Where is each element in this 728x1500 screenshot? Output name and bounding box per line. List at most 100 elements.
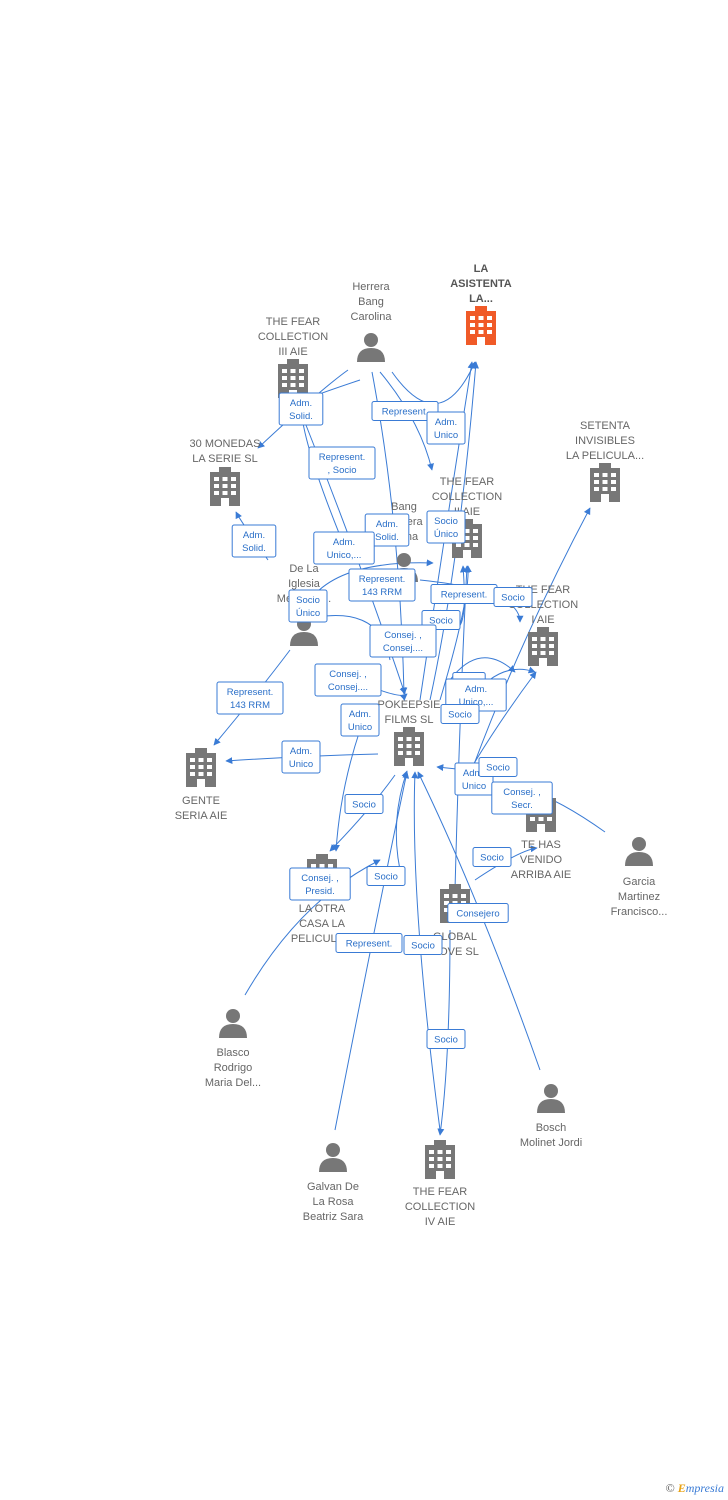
edge-label-text: Adm. <box>463 768 485 779</box>
edge-label[interactable]: Adm.Solid. <box>278 392 324 426</box>
edge-label[interactable]: Consej. ,Consej.... <box>369 624 437 658</box>
node-label: INVISIBLES <box>575 435 635 447</box>
edge-label[interactable]: Represent.143 RRM <box>216 681 284 715</box>
edge-label[interactable]: Consej. ,Consej.... <box>314 663 382 697</box>
edge-label-text: Represent. <box>319 452 365 463</box>
person-icon <box>537 1084 565 1113</box>
edge-label[interactable]: Represent. <box>371 401 439 421</box>
edge-label-text: Único <box>434 529 458 540</box>
edge-label-text: Socio <box>434 516 458 527</box>
node-label: CASA LA <box>299 918 346 930</box>
edge-label-text: Único <box>296 608 320 619</box>
node-label: VENIDO <box>520 854 563 866</box>
node-label: ARRIBA AIE <box>511 869 572 881</box>
edge-label[interactable]: Represent. 143 RRM <box>348 568 416 602</box>
copyright-icon: © <box>665 1481 675 1495</box>
edge-label-text: Consej. , <box>503 787 541 798</box>
edge-label[interactable]: Socio <box>344 794 384 814</box>
node-label: THE FEAR <box>440 476 494 488</box>
edge-label-text: Consej.... <box>383 643 423 654</box>
edge-label-box <box>231 524 277 558</box>
person-icon <box>319 1143 347 1172</box>
person-icon <box>357 333 385 362</box>
relation-edge <box>244 859 381 996</box>
edge-label[interactable]: Represent. <box>335 933 403 953</box>
edge-label[interactable]: Consej. ,Presid. <box>289 867 351 901</box>
edge-label-text: Unico <box>462 781 486 792</box>
edge-label[interactable]: Socio <box>440 704 480 724</box>
edge-label[interactable]: Adm.Unico,... <box>313 531 375 565</box>
edge-label[interactable]: Socio <box>478 757 518 777</box>
node-label: Galvan De <box>307 1181 359 1193</box>
edge-label-box <box>364 513 410 547</box>
node-label: Garcia <box>623 876 656 888</box>
edge-label-box <box>313 531 375 565</box>
person-icon <box>625 837 653 866</box>
edge-label[interactable]: Socio <box>472 847 512 867</box>
node-label: SERIA AIE <box>175 810 228 822</box>
edge-label[interactable]: Adm.Unico <box>426 411 466 445</box>
person-node-garcia[interactable]: GarciaMartinezFrancisco... <box>611 837 668 918</box>
edge-label-box <box>366 866 406 886</box>
edge-label-text: Adm. <box>465 684 487 695</box>
edge-label[interactable]: Adm.Unico <box>281 740 321 774</box>
node-label: Beatriz Sara <box>303 1211 364 1223</box>
edge-label[interactable]: Socio <box>403 935 443 955</box>
empresia-brand[interactable]: © Empresia <box>666 1481 724 1496</box>
node-label: LA... <box>469 293 493 305</box>
edge-label[interactable]: Consejero <box>447 903 509 923</box>
edge-label[interactable]: Socio <box>366 866 406 886</box>
edge-label-text: 143 RRM <box>230 700 270 711</box>
edge-label[interactable]: Represent. <box>430 584 498 604</box>
edge-label-text: Socio <box>501 593 525 604</box>
company-node-gente[interactable]: GENTE SERIA AIE <box>175 748 228 822</box>
node-label: COLLECTION <box>432 491 502 503</box>
edge-label-text: 143 RRM <box>362 587 402 598</box>
edge-label-text: Socio <box>296 595 320 606</box>
edge-label-box <box>493 587 533 607</box>
brand-logo-e: E <box>677 1481 686 1495</box>
edge-label-box <box>335 933 403 953</box>
edge-label[interactable]: Adm.Unico,... <box>445 678 507 712</box>
edge-label-box <box>344 794 384 814</box>
edge-label[interactable]: Adm.Unico <box>340 703 380 737</box>
company-node-asistenta[interactable]: LAASISTENTALA... <box>450 263 512 345</box>
edge-label-box <box>216 681 284 715</box>
edge-label-text: Unico <box>289 759 313 770</box>
building-icon <box>394 727 424 766</box>
edge-label-box <box>491 781 553 815</box>
edge-label[interactable]: Consej. ,Secr. <box>491 781 553 815</box>
node-label: LA SERIE SL <box>192 453 257 465</box>
relation-edge <box>391 361 476 404</box>
edge-label[interactable]: Socio <box>426 1029 466 1049</box>
node-label: Molinet Jordi <box>520 1137 582 1149</box>
relation-edge <box>469 671 537 771</box>
node-label: GENTE <box>182 795 220 807</box>
edge-label-text: Socio <box>486 763 510 774</box>
edge-label[interactable]: Socio <box>493 587 533 607</box>
node-label: LA <box>474 263 489 275</box>
node-label: THE FEAR <box>413 1186 467 1198</box>
edge-label[interactable]: Represent., Socio <box>308 446 376 480</box>
edge-label[interactable]: Adm.Solid. <box>231 524 277 558</box>
edge-label-box <box>288 589 328 623</box>
edge-label-text: Represent. <box>359 574 405 585</box>
edge-label[interactable]: Adm.Solid. <box>364 513 410 547</box>
edge-label-text: Socio <box>374 872 398 883</box>
node-label: Francisco... <box>611 906 668 918</box>
relation-edge <box>439 565 472 701</box>
